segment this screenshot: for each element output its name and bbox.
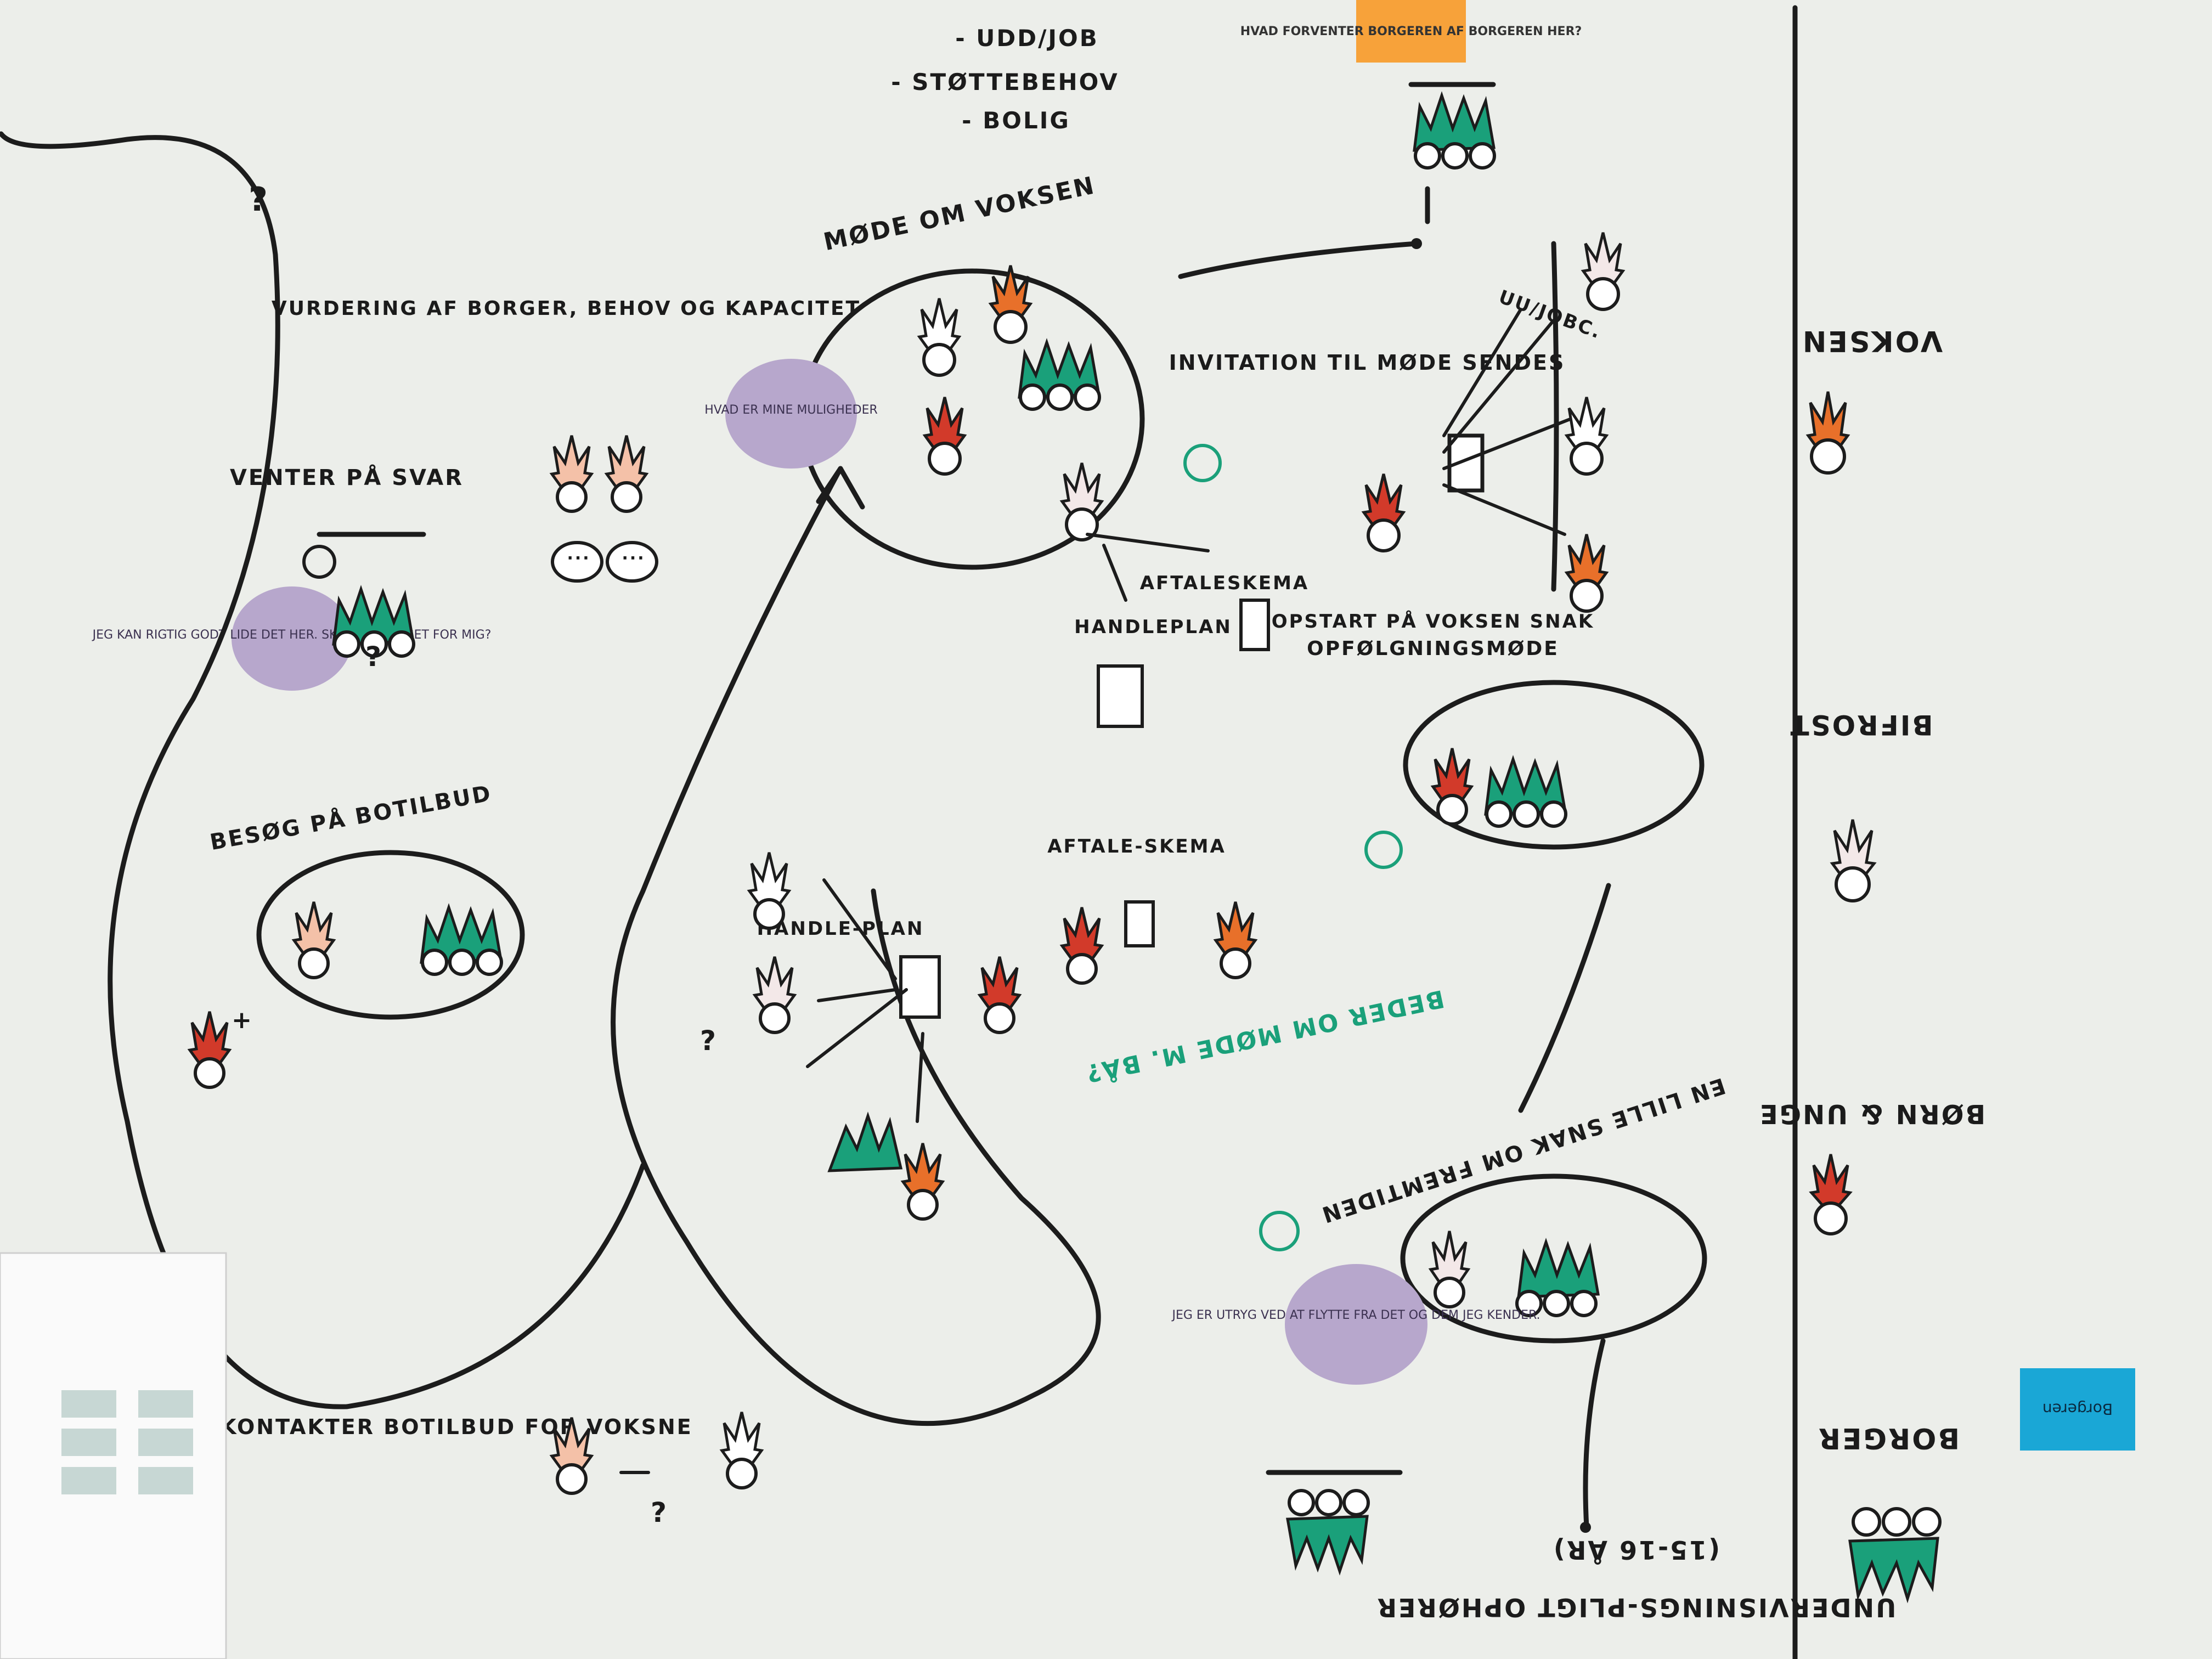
- loop-arrowhead: [816, 466, 865, 510]
- svg-text:AFTALE-SKEMA: AFTALE-SKEMA: [1047, 836, 1226, 857]
- svg-text:JEG KAN RIGTIG GODT LIDE DET H: JEG KAN RIGTIG GODT LIDE DET HER. SKER D…: [92, 628, 492, 642]
- svg-text:BESØG PÅ BOTILBUD: BESØG PÅ BOTILBUD: [208, 779, 494, 855]
- svg-text:HVAD FORVENTER BORGEREN AF BOR: HVAD FORVENTER BORGEREN AF BORGEREN HER?: [1240, 25, 1582, 38]
- column-born-unge: BØRN & UNGE: [1758, 1098, 1985, 1235]
- far-loop: [0, 131, 646, 1409]
- step-handleplan-loop: HANDLE-PLAN AFTALE-SKEMA: [747, 836, 1258, 1221]
- svg-text:VURDERING AF BORGER, BEHOV OG: VURDERING AF BORGER, BEHOV OG KAPACITET: [272, 297, 861, 320]
- family-icon-step1: [1286, 1489, 1370, 1576]
- svg-text:BEDER OM MØDE M. BÅ?: BEDER OM MØDE M. BÅ?: [1082, 984, 1447, 1089]
- bubble-jeg-kan: JEG KAN RIGTIG GODT LIDE DET HER. SKER D…: [92, 586, 492, 691]
- svg-text:AFTALESKEMA: AFTALESKEMA: [1140, 572, 1310, 594]
- loop-connector: [611, 466, 1101, 1426]
- person-orange-icon: [1805, 391, 1850, 475]
- svg-text:OPFØLGNINGSMØDE: OPFØLGNINGSMØDE: [1307, 637, 1559, 660]
- connector-2: [1518, 883, 1611, 1113]
- step-opfolgningsmode: OPFØLGNINGSMØDE OPSTART PÅ VOKSEN SNAK: [1272, 610, 1705, 850]
- svg-text:INVITATION TIL MØDE SENDES: INVITATION TIL MØDE SENDES: [1169, 351, 1566, 375]
- column-bifrost: BIFROST: [1789, 709, 1933, 902]
- connector-3: [1551, 241, 1559, 592]
- step-undervisningspligt: UNDERVISNINGS-PLIGT OPHØRER (15-16 ÅR): [1266, 1470, 1897, 1622]
- svg-text:KONTAKTER BOTILBUD FOR VOKSNE: KONTAKTER BOTILBUD FOR VOKSNE: [220, 1415, 693, 1439]
- outputs-mode: AFTALESKEMA HANDLEPLAN: [1074, 533, 1310, 728]
- svg-text:OPSTART PÅ VOKSEN SNAK: OPSTART PÅ VOKSEN SNAK: [1272, 610, 1595, 633]
- family-icon-top: [1408, 82, 1496, 224]
- connector-1: [1583, 1338, 1606, 1530]
- bubble-jeg-er: JEG ER UTRYG VED AT FLYTTE FRA DET OG DE…: [1171, 1264, 1541, 1385]
- printed-paper: [0, 1252, 227, 1659]
- svg-text:+: +: [232, 1006, 253, 1034]
- svg-text:HANDLEPLAN: HANDLEPLAN: [1074, 616, 1232, 638]
- label-bifrost: BIFROST: [1789, 709, 1933, 741]
- person-red-icon: [1809, 1154, 1853, 1235]
- smiley-2: [1364, 831, 1403, 869]
- label-borger: BORGER: [1817, 1421, 1960, 1454]
- step-venter: VENTER PÅ SVAR ?: [230, 464, 464, 673]
- svg-text:JEG ER UTRYG VED AT FLYTTE FRA: JEG ER UTRYG VED AT FLYTTE FRA DET OG DE…: [1171, 1308, 1540, 1322]
- person-dotted-icon: [1830, 819, 1877, 902]
- svg-text:VENTER PÅ SVAR: VENTER PÅ SVAR: [230, 464, 464, 490]
- svg-text:?: ?: [365, 641, 383, 673]
- svg-text:- STØTTEBEHOV: - STØTTEBEHOV: [891, 69, 1119, 95]
- svg-text:HANDLE-PLAN: HANDLE-PLAN: [757, 918, 924, 940]
- question-mark-top: ?: [249, 180, 269, 219]
- svg-text:?: ?: [651, 1497, 668, 1528]
- beder-om-mode: BEDER OM MØDE M. BÅ?: [1082, 984, 1447, 1089]
- borgeren-tag-text: Borgeren: [2042, 1400, 2113, 1418]
- bubble-hvad-er: HVAD ER MINE MULIGHEDER: [704, 359, 878, 469]
- smiley-1: [1259, 1211, 1300, 1251]
- family-icon: [1848, 1507, 1942, 1604]
- postit-orange: HVAD FORVENTER BORGEREN AF BORGEREN HER?: [1240, 0, 1582, 63]
- step-vurdering: VURDERING AF BORGER, BEHOV OG KAPACITET …: [272, 297, 861, 583]
- label-born-unge: BØRN & UNGE: [1758, 1098, 1985, 1129]
- svg-text:HVAD ER MINE MULIGHEDER: HVAD ER MINE MULIGHEDER: [704, 403, 878, 417]
- svg-text:...: ...: [565, 552, 589, 571]
- label-voksen: VOKSEN: [1801, 324, 1943, 357]
- svg-text:- UDD/JOB: - UDD/JOB: [955, 25, 1099, 52]
- svg-text:UNDERVISNINGS-PLIGT OPHØRER: UNDERVISNINGS-PLIGT OPHØRER: [1376, 1593, 1897, 1622]
- svg-text:(15-16 ÅR): (15-16 ÅR): [1552, 1535, 1720, 1565]
- column-voksen: VOKSEN: [1801, 324, 1943, 475]
- question-mark-mid: ?: [700, 1025, 718, 1057]
- smiley-3: [1183, 444, 1222, 482]
- column-borger: BORGER: [1817, 1421, 1960, 1604]
- connector-4: [1178, 241, 1419, 279]
- borgeren-tag: Borgeren: [2020, 1368, 2135, 1451]
- step-besog: BESØG PÅ BOTILBUD +: [187, 779, 525, 1089]
- svg-text:MØDE OM VOKSEN: MØDE OM VOKSEN: [821, 171, 1098, 256]
- svg-text:- BOLIG: - BOLIG: [962, 107, 1070, 134]
- step-kontakter: KONTAKTER BOTILBUD FOR VOKSNE ?: [220, 1412, 764, 1528]
- svg-text:...: ...: [620, 552, 644, 571]
